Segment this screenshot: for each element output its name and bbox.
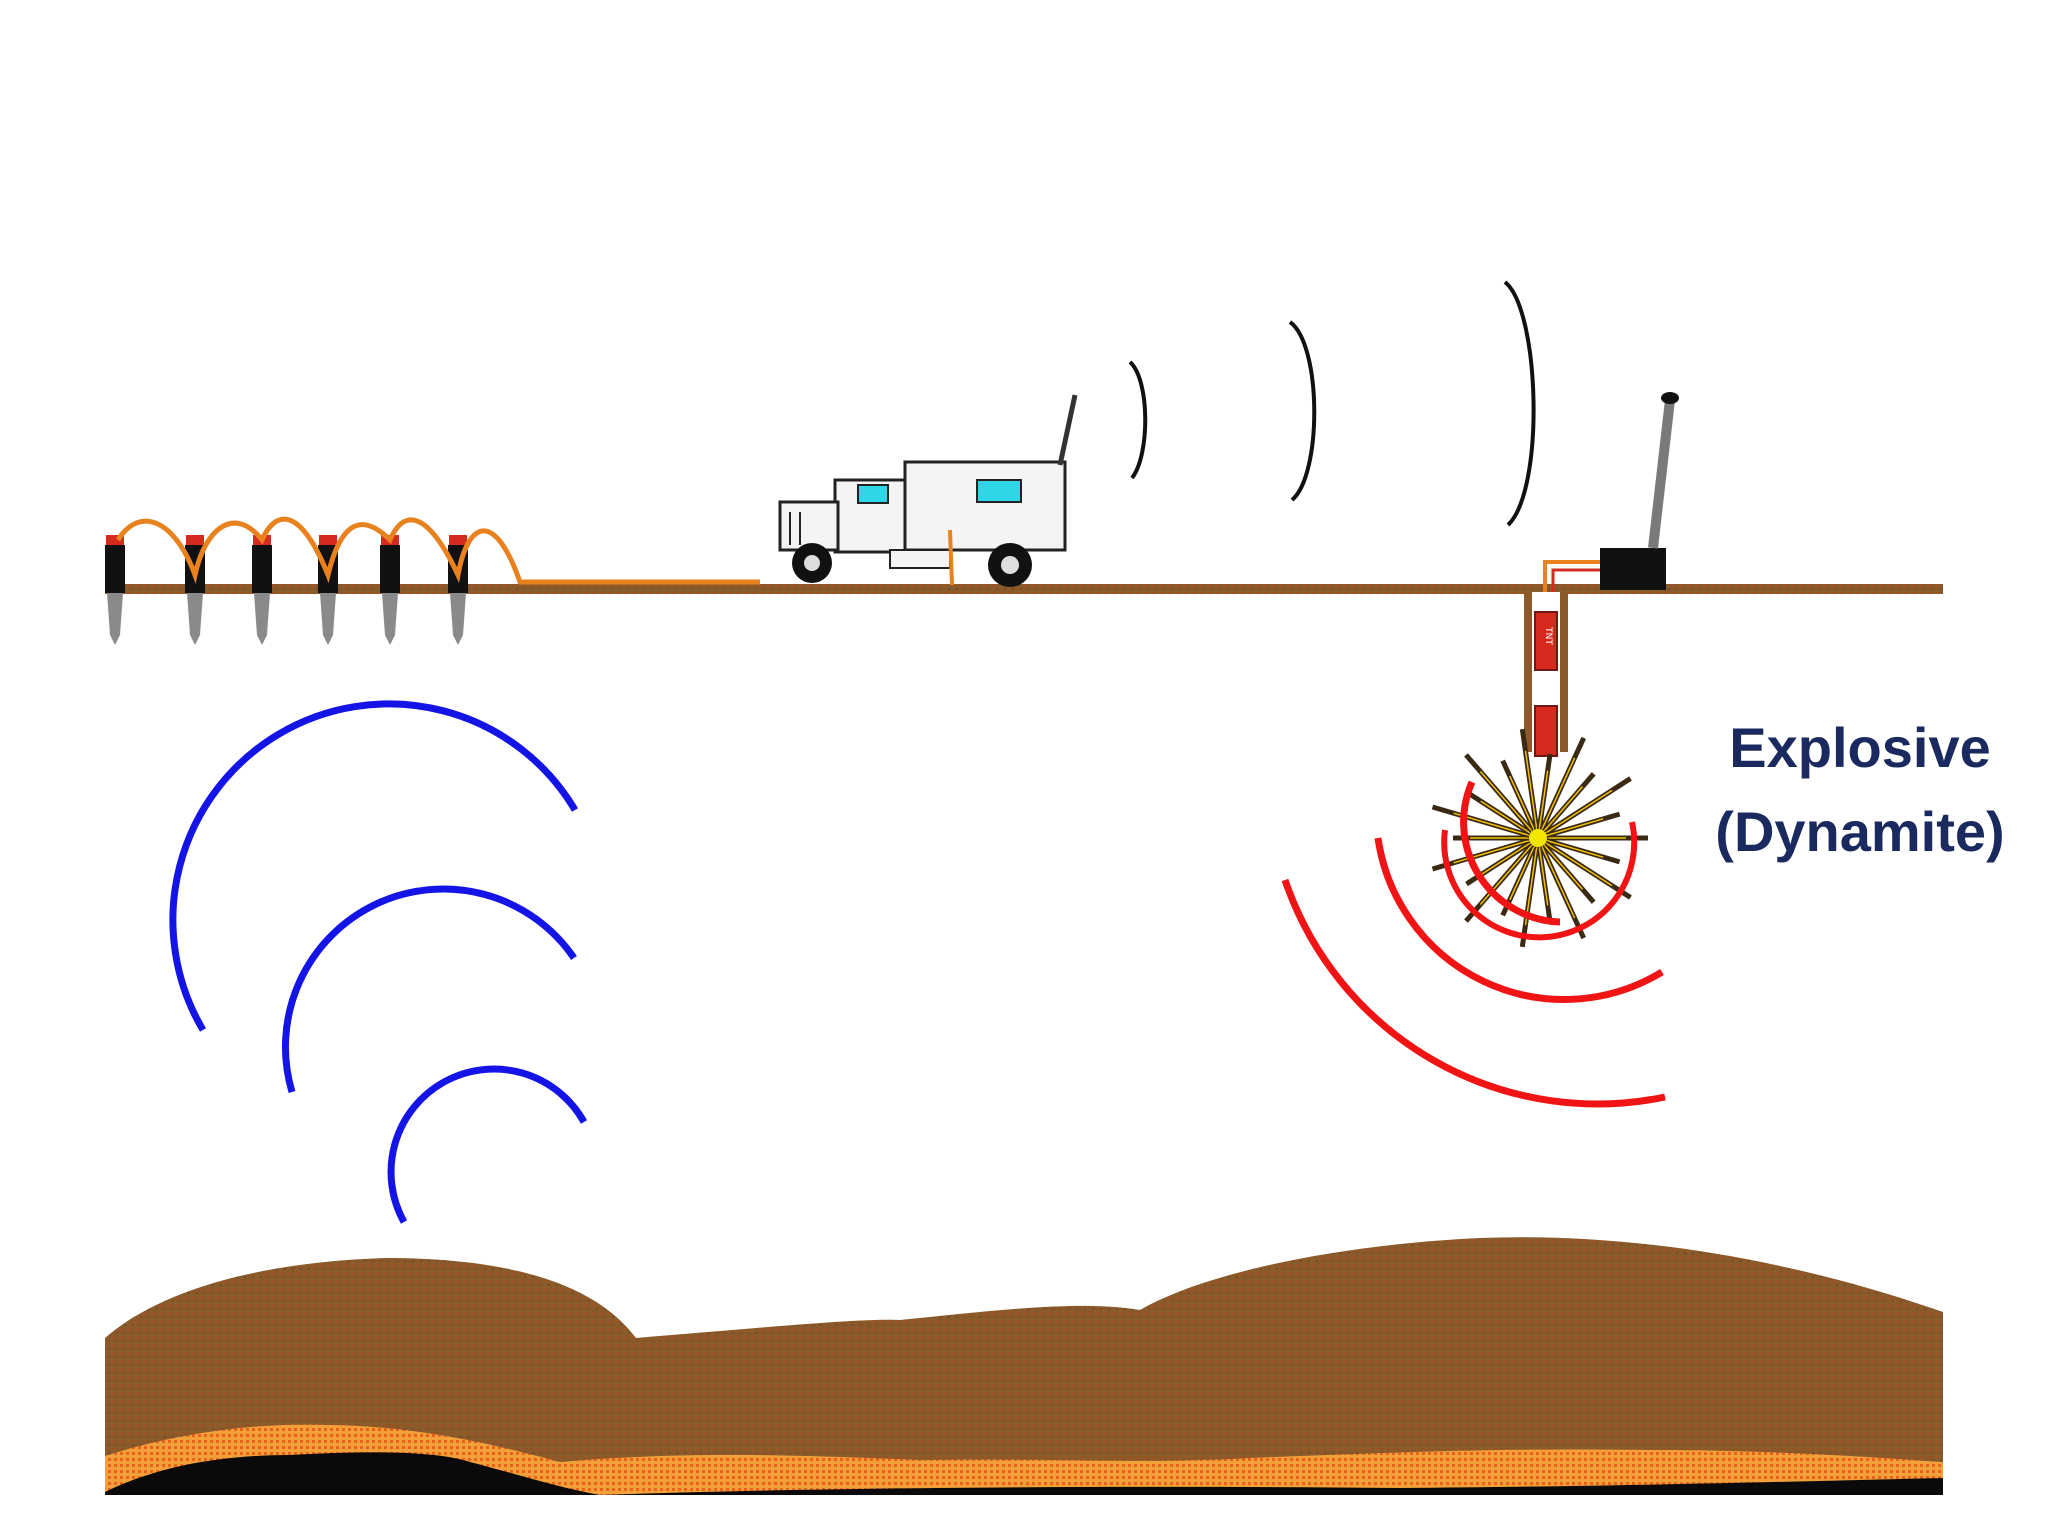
- blaster-box-icon: [1543, 392, 1679, 600]
- source-wave: [1460, 780, 1561, 926]
- explosive-label-line1: Explosive: [1729, 716, 1991, 779]
- burst-ray-highlight: [1537, 757, 1576, 839]
- source-waves: [1281, 780, 1666, 1108]
- dynamite-icon: TNT: [1534, 611, 1558, 757]
- geophone-icon: [105, 535, 125, 645]
- radio-wave: [1503, 280, 1536, 527]
- explosive-label-line2: (Dynamite): [1715, 800, 2005, 863]
- radio-waves: [1128, 280, 1536, 527]
- burst-ray-highlight: [1537, 786, 1584, 839]
- subsurface-layers: [105, 1237, 1943, 1495]
- rock-layer-orange: [105, 1424, 1943, 1495]
- burst-ray-highlight: [1509, 837, 1539, 901]
- burst-ray-highlight: [1537, 837, 1576, 919]
- burst-ray-highlight: [1453, 812, 1539, 839]
- explosion-icon: [1431, 728, 1648, 948]
- reflected-wave: [169, 700, 579, 1032]
- burst-ring: [1441, 821, 1638, 941]
- geophone-icon: [252, 535, 272, 645]
- rock-layer-brown: [105, 1237, 1943, 1495]
- burst-ray-highlight: [1537, 837, 1604, 858]
- burst-ray-highlight: [1479, 771, 1539, 839]
- burst-ray-highlight: [1537, 789, 1613, 839]
- burst-ray-highlight: [1480, 837, 1539, 876]
- source-wave: [1281, 878, 1666, 1108]
- burst-ray-highlight: [1524, 750, 1539, 839]
- rock-layer-dark: [105, 1452, 1943, 1495]
- recording-truck-icon: [778, 394, 1078, 587]
- burst-ray-highlight: [1480, 800, 1539, 839]
- source-wave: [1374, 837, 1664, 1003]
- burst-ray-highlight: [1537, 837, 1584, 890]
- geophone-icon: [380, 535, 400, 645]
- explosive-label: Explosive (Dynamite): [1680, 706, 2040, 874]
- radio-wave: [1128, 360, 1148, 480]
- burst-core: [1529, 829, 1547, 847]
- burst-ray-highlight: [1537, 770, 1549, 839]
- tnt-label: TNT: [1543, 626, 1553, 645]
- burst-ray-highlight: [1537, 837, 1613, 887]
- burst-ray-highlight: [1509, 775, 1539, 839]
- burst-ray-highlight: [1537, 818, 1604, 839]
- reflected-waves: [169, 700, 588, 1224]
- reflected-wave: [282, 885, 577, 1093]
- geophone-cable: [115, 516, 760, 585]
- reflected-wave: [387, 1065, 588, 1224]
- borehole: TNT: [1524, 592, 1568, 757]
- burst-ray-highlight: [1537, 837, 1549, 906]
- burst-ray-highlight: [1524, 837, 1539, 926]
- radio-wave: [1288, 320, 1317, 502]
- ground-surface: [105, 584, 1943, 594]
